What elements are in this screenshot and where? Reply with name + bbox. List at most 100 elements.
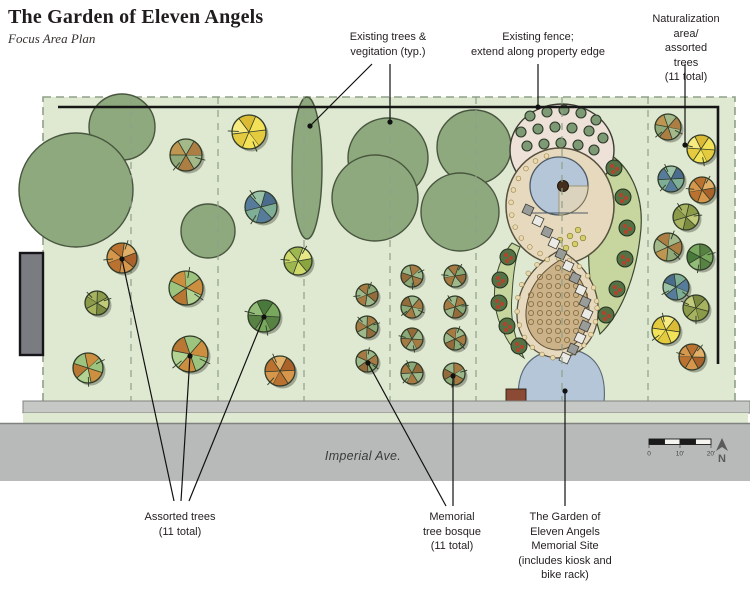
tree-wedge bbox=[356, 321, 367, 333]
paver bbox=[566, 342, 580, 356]
gravel-texture bbox=[554, 300, 562, 308]
tree-wedge bbox=[357, 327, 367, 338]
tree-spoke bbox=[663, 281, 677, 288]
tree-spoke bbox=[96, 302, 108, 310]
tree-outline bbox=[168, 270, 204, 306]
tree-outline bbox=[169, 138, 203, 172]
tree-wedge bbox=[666, 330, 680, 343]
rose-shrub bbox=[618, 219, 636, 237]
tree-spoke bbox=[652, 327, 667, 331]
branch-tick bbox=[249, 190, 257, 200]
tree-wedge bbox=[97, 291, 108, 303]
tree-wedge bbox=[700, 250, 714, 264]
tree-spoke bbox=[688, 256, 701, 265]
gravel-texture bbox=[554, 318, 562, 326]
branch-tick bbox=[250, 214, 257, 225]
tree-wedge bbox=[696, 298, 709, 312]
paver bbox=[547, 236, 561, 250]
tree-outline bbox=[355, 283, 379, 307]
tree-wedge bbox=[232, 132, 249, 148]
tree-spoke bbox=[260, 191, 266, 208]
tree-spoke bbox=[73, 362, 89, 369]
tree-spoke bbox=[185, 154, 195, 170]
tree-wedge bbox=[702, 177, 715, 190]
tree-wedge bbox=[232, 118, 249, 135]
tree-spoke bbox=[454, 306, 464, 315]
gravel-texture bbox=[536, 309, 544, 317]
branch-tick bbox=[373, 322, 381, 326]
leader-dot bbox=[307, 123, 313, 129]
tree-spoke bbox=[170, 280, 187, 289]
tree-spoke bbox=[452, 306, 456, 318]
gravel-texture bbox=[563, 309, 571, 317]
tree-spoke bbox=[665, 329, 680, 333]
tree-spoke bbox=[659, 126, 669, 138]
shrub bbox=[590, 114, 602, 126]
tree-outline bbox=[84, 290, 110, 316]
branch-tick bbox=[353, 295, 361, 297]
tree-wedge bbox=[367, 354, 378, 366]
rose-bloom bbox=[505, 259, 509, 263]
annotation-existing-fence: Existing fence; extend along property ed… bbox=[471, 31, 605, 58]
tree-wedge bbox=[693, 149, 708, 163]
tree-spoke bbox=[445, 332, 456, 340]
rose-bloom bbox=[624, 196, 628, 200]
annotation-naturalization: Naturalization area/ assorted trees (11 … bbox=[652, 13, 720, 84]
tree-spoke bbox=[655, 246, 669, 254]
tree-wedge bbox=[293, 261, 307, 275]
tree-wedge bbox=[249, 129, 266, 146]
tree-wedge bbox=[106, 248, 122, 264]
tree-spoke bbox=[685, 216, 696, 227]
kiosk bbox=[557, 180, 569, 192]
tree-wedge bbox=[671, 167, 684, 179]
tree-spoke bbox=[693, 179, 703, 191]
tree-spoke bbox=[177, 140, 187, 156]
tree-wedge bbox=[245, 207, 261, 223]
branch-tick bbox=[194, 293, 204, 301]
border-flower bbox=[537, 250, 543, 257]
tree-wedge bbox=[665, 287, 678, 300]
tree-wedge bbox=[261, 191, 277, 207]
tree-wedge bbox=[701, 149, 715, 162]
gravel-texture bbox=[536, 327, 544, 335]
tree-spoke bbox=[400, 337, 413, 340]
paver bbox=[521, 203, 535, 217]
tree-spoke bbox=[366, 294, 376, 303]
border-flower bbox=[576, 263, 582, 270]
gravel-texture bbox=[545, 273, 553, 281]
tree-spoke bbox=[356, 355, 368, 362]
tree-wedge bbox=[357, 350, 367, 361]
border-flower bbox=[515, 175, 522, 182]
tree-wedge bbox=[666, 247, 680, 261]
tree-spoke bbox=[263, 315, 280, 318]
rose-bloom bbox=[623, 224, 627, 228]
tree-spoke bbox=[663, 167, 672, 180]
gravel-texture bbox=[554, 309, 562, 317]
leader-dot bbox=[535, 104, 541, 110]
tree-spoke bbox=[667, 116, 677, 128]
tree-spoke bbox=[454, 303, 466, 308]
tree-spoke bbox=[665, 329, 672, 344]
branch-tick bbox=[441, 274, 449, 276]
tree-wedge bbox=[447, 265, 459, 276]
branch-tick bbox=[124, 240, 129, 250]
rose-bloom bbox=[520, 345, 524, 349]
tree-spoke bbox=[403, 275, 413, 284]
tree-spoke bbox=[670, 178, 679, 191]
tree-spoke bbox=[406, 328, 413, 340]
tree-spoke bbox=[411, 338, 424, 341]
tree-wedge bbox=[668, 117, 682, 130]
tree-spoke bbox=[263, 302, 274, 317]
tree-spoke bbox=[238, 118, 250, 133]
tree-wedge bbox=[412, 363, 423, 373]
tree-spoke bbox=[454, 275, 463, 285]
tree-wedge bbox=[409, 265, 421, 276]
rose-bloom bbox=[504, 253, 508, 257]
tree-wedge bbox=[356, 356, 367, 368]
border-flower bbox=[544, 256, 550, 263]
leader-line bbox=[367, 362, 447, 507]
tree-spoke bbox=[366, 290, 378, 296]
gravel-texture bbox=[545, 300, 553, 308]
sidewalk bbox=[22, 400, 750, 414]
